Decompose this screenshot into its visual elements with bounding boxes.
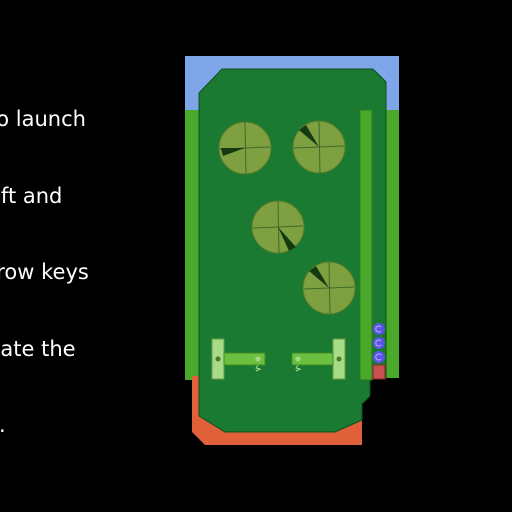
instruction-line: eft and	[0, 183, 63, 208]
right-wall	[386, 110, 399, 380]
bumper	[251, 200, 305, 254]
ball	[373, 337, 385, 349]
right-flipper[interactable]	[291, 338, 346, 380]
playfield	[198, 68, 387, 433]
plunger-pit	[370, 378, 400, 446]
plunger[interactable]	[372, 364, 386, 380]
ball	[373, 351, 385, 363]
instruction-line: s.	[0, 413, 118, 439]
instruction-line: to launch	[0, 107, 86, 131]
bumper	[292, 120, 346, 174]
instruction-line: rrow keys	[0, 260, 89, 284]
instruction-line: vate the	[0, 336, 76, 361]
bumper	[218, 121, 272, 175]
flipper-arm	[223, 352, 266, 366]
bumper	[302, 261, 356, 315]
lane-divider	[359, 109, 373, 381]
flipper-pivot	[215, 356, 221, 362]
left-flipper[interactable]	[211, 338, 266, 380]
ball	[373, 323, 385, 335]
instructions-text: to launch eft and rrow keys vate the s.	[0, 56, 118, 464]
flipper-pivot	[336, 356, 342, 362]
flipper-arm	[291, 352, 334, 366]
left-wall	[185, 110, 199, 380]
